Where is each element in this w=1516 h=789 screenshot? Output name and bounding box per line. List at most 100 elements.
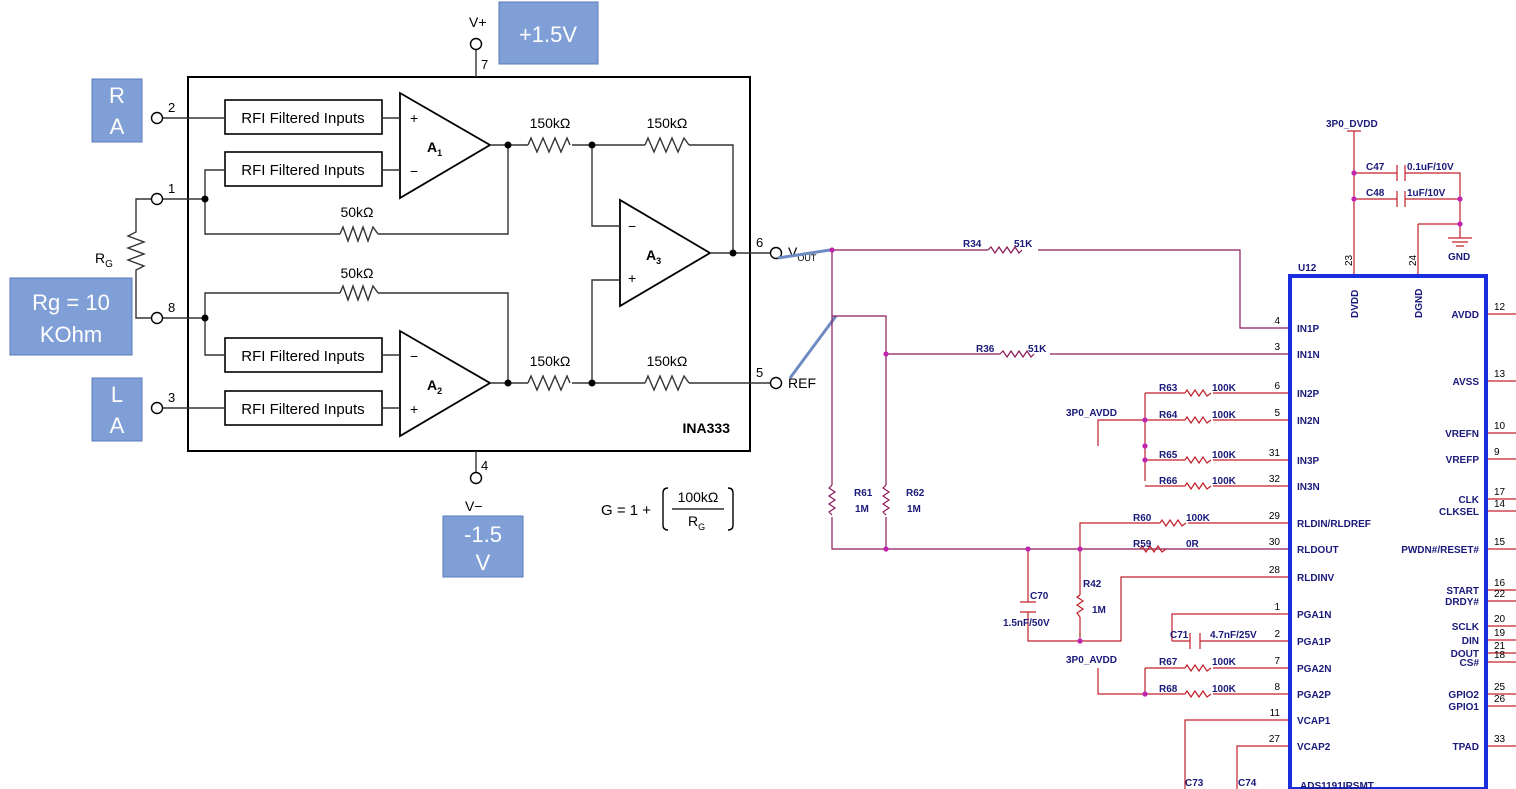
ads-pin-name: PGA2N xyxy=(1297,664,1331,675)
ads-pin-number: 25 xyxy=(1494,682,1506,693)
label-rg: RG xyxy=(95,250,113,270)
label-c71-val: 4.7nF/25V xyxy=(1210,630,1257,641)
ads-pin-name: AVDD xyxy=(1451,310,1479,321)
wire-in1p xyxy=(832,249,1290,329)
label-ads1191: ADS1191IRSMT xyxy=(1300,781,1374,789)
junction-dot xyxy=(1142,417,1148,423)
terminal-ref xyxy=(769,376,783,390)
junction-dot xyxy=(1457,196,1463,202)
pin-7: 7 xyxy=(481,57,488,72)
ads-pin-name: VCAP1 xyxy=(1297,716,1331,727)
terminal-vout xyxy=(769,246,783,260)
junction-dot xyxy=(1025,546,1031,552)
ads-pin-number: 4 xyxy=(1274,316,1280,327)
label-r65: R65 xyxy=(1159,450,1178,461)
terminal-pin2 xyxy=(150,111,164,125)
junction-dot xyxy=(729,249,737,257)
ina333-part-label: INA333 xyxy=(683,420,731,436)
label-vplus: V+ xyxy=(469,14,487,30)
ads-pin-name: GPIO1 xyxy=(1448,702,1479,713)
left-pins: 4IN1P3IN1N6IN2P5IN2N31IN3P32IN3N29RLDIN/… xyxy=(1269,316,1371,753)
ads-pin-name: CS# xyxy=(1460,658,1480,669)
terminal-pin1 xyxy=(150,192,164,206)
gain-bracket-right xyxy=(727,487,734,531)
label-r36: R36 xyxy=(976,344,995,355)
ads-pin-number: 14 xyxy=(1494,499,1506,510)
badge-vminus-text-1: -1.5 xyxy=(464,522,502,547)
resistor-50k-bottom xyxy=(339,283,379,303)
label-r62: R62 xyxy=(906,488,925,499)
a3-plus: + xyxy=(628,270,636,286)
ads-pin-number: 16 xyxy=(1494,578,1506,589)
a1-label: A1 xyxy=(427,139,442,158)
label-c70: C70 xyxy=(1030,591,1049,602)
ads-pin-name: DVDD xyxy=(1350,290,1361,318)
ads-pin-name: DGND xyxy=(1414,289,1425,318)
junction-dot xyxy=(201,314,209,322)
ads-pin-number: 13 xyxy=(1494,369,1506,380)
badge-ra-text-1: R xyxy=(109,83,125,108)
gnd-symbol xyxy=(1448,237,1472,247)
ads-pin-name: VREFN xyxy=(1445,429,1479,440)
ads-pin-number: 28 xyxy=(1269,565,1281,576)
resistor-50k-top xyxy=(339,224,379,244)
ads-pin-number: 17 xyxy=(1494,487,1506,498)
ads-pin-number: 20 xyxy=(1494,614,1506,625)
wire-a3-inv xyxy=(591,145,620,227)
ads-pin-name: IN2P xyxy=(1297,389,1320,400)
ina333-block: INA333 RFI Filtered Inputs RFI Filtered … xyxy=(95,14,817,532)
terminal-pin3 xyxy=(150,401,164,415)
label-150k-3: 150kΩ xyxy=(530,353,571,369)
pin-1: 1 xyxy=(168,181,175,196)
rfi-label-1: RFI Filtered Inputs xyxy=(241,110,364,127)
ads-pin-number: 12 xyxy=(1494,302,1506,313)
label-c48-val: 1uF/10V xyxy=(1407,188,1446,199)
capacitor-c70 xyxy=(1020,601,1036,613)
rfi-box-2 xyxy=(224,151,383,187)
label-r60: R60 xyxy=(1133,513,1152,524)
badge-vplus xyxy=(498,1,599,65)
label-c74: C74 xyxy=(1238,778,1257,789)
label-r68-val: 100K xyxy=(1212,684,1237,695)
label-c47: C47 xyxy=(1366,162,1385,173)
label-r64-val: 100K xyxy=(1212,410,1237,421)
resistor-r62 xyxy=(881,484,891,516)
resistor-150k-2 xyxy=(644,136,690,154)
junction-dot xyxy=(1142,443,1148,449)
junction-dot xyxy=(1142,457,1148,463)
rfi-box-1 xyxy=(224,99,383,135)
ads-pin-number: 8 xyxy=(1274,682,1280,693)
ads-pin-name: AVSS xyxy=(1453,377,1480,388)
junction-dot xyxy=(588,379,596,387)
badge-vminus xyxy=(442,515,524,578)
label-r59: R59 xyxy=(1133,539,1152,550)
badge-rg-text-2: KOhm xyxy=(40,322,102,347)
wire-50k-top xyxy=(204,145,509,235)
ads-pin-number: 26 xyxy=(1494,694,1506,705)
ads-pin-number: 33 xyxy=(1494,734,1506,745)
rfi-label-2: RFI Filtered Inputs xyxy=(241,162,364,179)
ads-pin-number: 15 xyxy=(1494,537,1506,548)
label-c71: C71 xyxy=(1170,630,1189,641)
badge-vplus-text: +1.5V xyxy=(519,22,577,47)
label-50k-top: 50kΩ xyxy=(340,204,373,220)
pin-6: 6 xyxy=(756,235,763,250)
badge-vminus-text-2: V xyxy=(476,550,491,575)
ads1191-outline xyxy=(1288,274,1488,789)
wire-c70 xyxy=(1027,549,1080,642)
ads-pin-name: START xyxy=(1446,586,1479,597)
gain-bracket-left xyxy=(662,487,669,531)
pin-2: 2 xyxy=(168,100,175,115)
label-gnd: GND xyxy=(1448,252,1470,263)
a1-minus: − xyxy=(410,163,418,179)
label-c48: C48 xyxy=(1366,188,1385,199)
annotation-badges: +1.5V -1.5 V R A L A Rg = 10 KOhm xyxy=(9,1,599,578)
junction-dot xyxy=(1457,221,1463,227)
label-r68: R68 xyxy=(1159,684,1178,695)
wire-avdd-bias xyxy=(1097,393,1146,481)
ads-pin-name: IN1P xyxy=(1297,324,1320,335)
resistors-r63-r66 xyxy=(1184,388,1212,491)
ads-pin-number: 3 xyxy=(1274,342,1280,353)
a2-plus: + xyxy=(410,401,418,417)
badge-ra-text-2: A xyxy=(110,114,125,139)
